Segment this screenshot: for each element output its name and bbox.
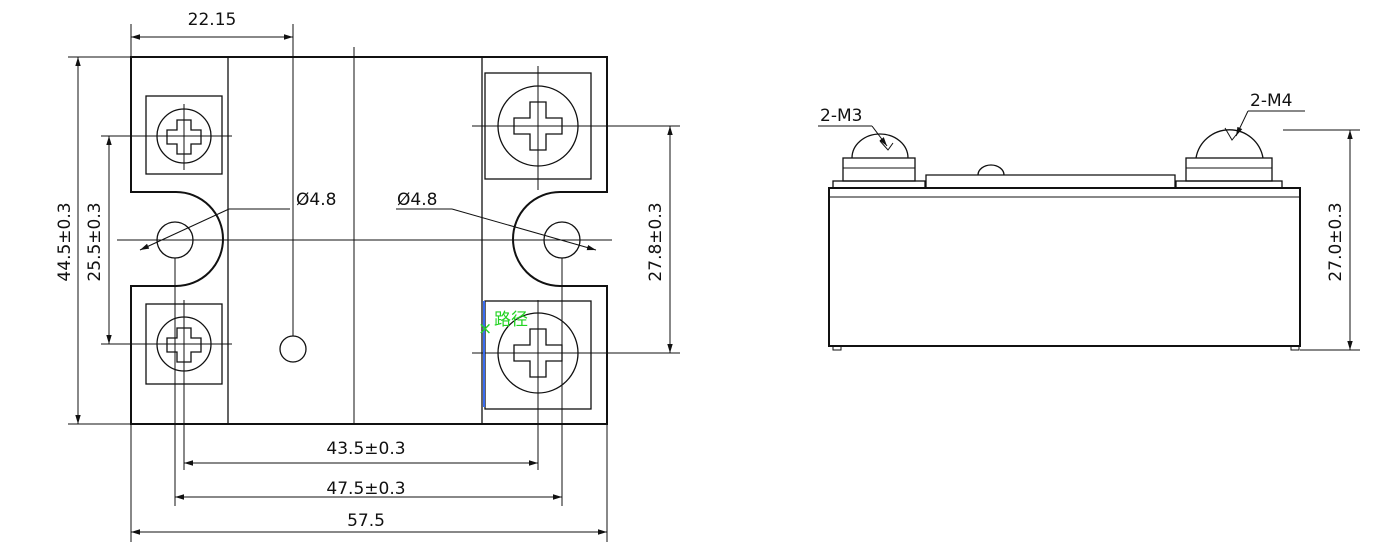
dimension-left-hole: Ø4.8 (139, 190, 336, 251)
small-screw-bottom (101, 300, 232, 470)
dimension-mount-hole-distance: 47.5±0.3 (174, 258, 563, 506)
svg-text:Ø4.8: Ø4.8 (296, 190, 336, 210)
svg-text:27.8±0.3: 27.8±0.3 (646, 202, 666, 281)
side-body (828, 187, 1301, 347)
indicator-hole (279, 335, 307, 363)
dimension-overall-width: 57.5 (130, 424, 608, 542)
svg-text:Ø4.8: Ø4.8 (397, 190, 437, 210)
svg-text:22.15: 22.15 (188, 10, 237, 30)
side-view: 2-M3 2-M4 27.0±0.3 (818, 91, 1360, 351)
svg-text:2-M4: 2-M4 (1250, 91, 1292, 111)
dimension-screw-center-distance: 43.5±0.3 (184, 439, 538, 466)
svg-text:57.5: 57.5 (347, 511, 385, 531)
svg-text:27.0±0.3: 27.0±0.3 (1326, 202, 1346, 281)
side-small-screw (832, 133, 926, 189)
side-large-screw (1175, 127, 1283, 189)
dimension-overall-height: 44.5±0.3 (55, 56, 131, 425)
svg-text:25.5±0.3: 25.5±0.3 (85, 202, 105, 281)
svg-text:44.5±0.3: 44.5±0.3 (55, 202, 75, 281)
svg-text:43.5±0.3: 43.5±0.3 (326, 439, 405, 459)
large-screw-top (472, 66, 680, 190)
small-screw-top (101, 95, 232, 175)
label-small-screw: 2-M3 (818, 106, 888, 147)
label-large-screw: 2-M4 (1235, 91, 1305, 137)
svg-text:47.5±0.3: 47.5±0.3 (326, 479, 405, 499)
annotation-x-icon: × (478, 319, 492, 339)
dimension-right-hole: Ø4.8 (396, 190, 597, 251)
front-view: × 路径 22.15 44.5±0.3 25.5±0.3 27.8±0.3 (55, 10, 680, 542)
svg-text:2-M3: 2-M3 (820, 106, 862, 126)
dimension-top-offset: 22.15 (130, 10, 293, 57)
dimension-large-screw-spacing: 27.8±0.3 (646, 126, 673, 353)
dimension-side-height: 27.0±0.3 (1283, 129, 1360, 351)
annotation-label: 路径 (494, 310, 528, 330)
dimension-small-screw-spacing: 25.5±0.3 (85, 136, 112, 344)
